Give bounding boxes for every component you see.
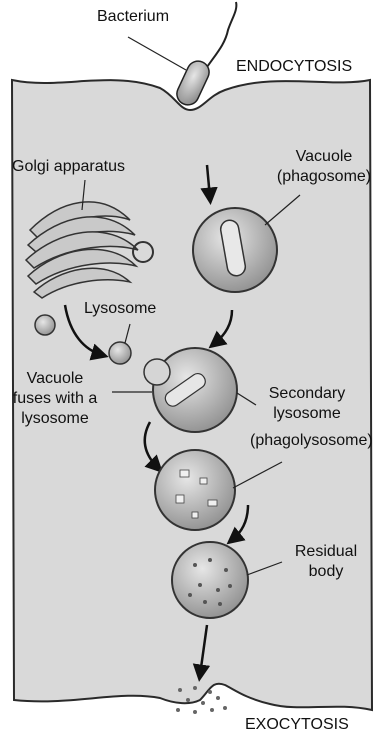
label-fuses-2: fuses with a bbox=[0, 390, 110, 408]
label-phagolysosome: (phagolysosome) bbox=[250, 432, 373, 450]
label-endocytosis: ENDOCYTOSIS bbox=[236, 58, 352, 76]
label-golgi: Golgi apparatus bbox=[12, 158, 125, 176]
label-exocytosis: EXOCYTOSIS bbox=[245, 716, 349, 734]
label-lysosome: Lysosome bbox=[84, 300, 156, 318]
label-bacterium: Bacterium bbox=[97, 8, 169, 26]
label-residual-1: Residual bbox=[276, 543, 376, 561]
label-residual-2: body bbox=[276, 563, 376, 581]
label-fuses-1: Vacuole bbox=[0, 370, 110, 388]
label-vacuole-2: (phagosome) bbox=[268, 168, 380, 186]
residual-body bbox=[172, 542, 248, 618]
fusing-lysosome bbox=[144, 359, 170, 385]
lysosome-free bbox=[35, 315, 55, 335]
label-secondary-1: Secondary bbox=[252, 385, 362, 403]
lysosome bbox=[109, 342, 131, 364]
bacterium-flagellum bbox=[205, 2, 236, 70]
label-secondary-2: lysosome bbox=[252, 405, 362, 423]
label-vacuole-1: Vacuole bbox=[268, 148, 380, 166]
label-fuses-3: lysosome bbox=[0, 410, 110, 428]
